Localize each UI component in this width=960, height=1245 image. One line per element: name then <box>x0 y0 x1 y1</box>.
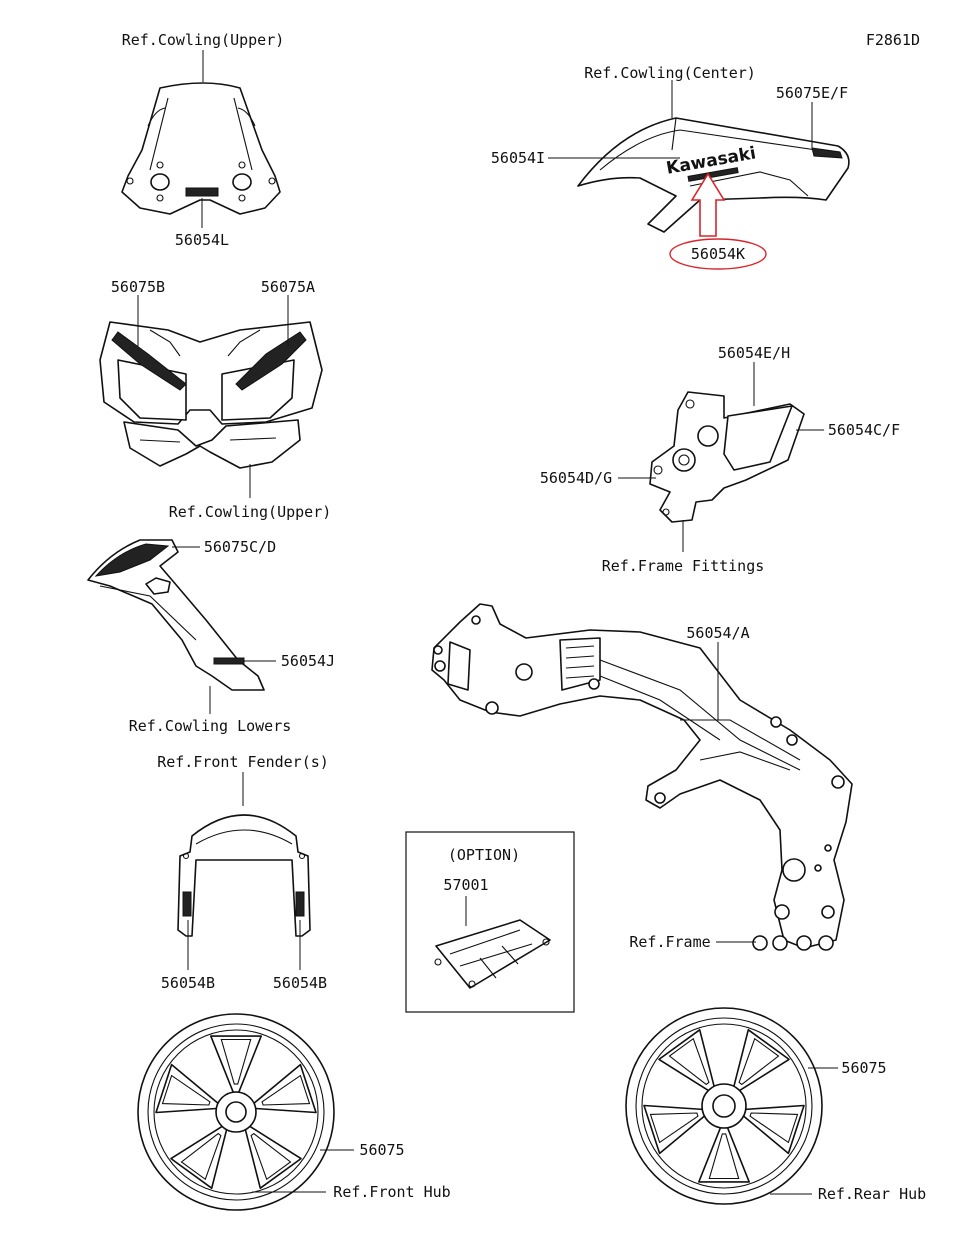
label-57001[interactable]: 57001 <box>443 876 488 894</box>
label-ref-cowling-upper-mid[interactable]: Ref.Cowling(Upper) <box>169 503 332 521</box>
label-56054L[interactable]: 56054L <box>175 231 229 249</box>
label-ref-cowling-center[interactable]: Ref.Cowling(Center) <box>584 64 756 82</box>
front-wheel-spoke-inner <box>250 1132 292 1181</box>
label-56054B-right[interactable]: 56054B <box>273 974 327 992</box>
lower-cowling-part[interactable] <box>87 539 265 691</box>
center-cowling-part[interactable]: Kawasaki <box>577 117 850 233</box>
label-ref-frame-fittings[interactable]: Ref.Frame Fittings <box>602 557 765 575</box>
label-ref-front-fenders[interactable]: Ref.Front Fender(s) <box>157 753 329 771</box>
front-wheel-spoke-inner <box>220 1038 252 1085</box>
option-box <box>405 831 575 1013</box>
stand-plate-part[interactable] <box>434 919 551 989</box>
highlight-arrow-icon <box>690 172 726 237</box>
rear-wheel-spoke-inner <box>749 1112 799 1144</box>
front-wheel-spoke-inner <box>261 1074 311 1106</box>
rear-wheel-spoke-inner <box>738 1037 780 1086</box>
windscreen-part[interactable] <box>121 82 281 215</box>
label-56075-front[interactable]: 56075 <box>359 1141 404 1159</box>
label-56075A[interactable]: 56075A <box>261 278 315 296</box>
front-wheel-spoke-inner <box>180 1132 222 1181</box>
rear-wheel-spoke-inner <box>668 1037 710 1086</box>
label-56054EH[interactable]: 56054E/H <box>718 344 790 362</box>
label-56054K[interactable]: 56054K <box>691 245 745 263</box>
label-56054DG[interactable]: 56054D/G <box>540 469 612 487</box>
label-option: (OPTION) <box>448 846 520 864</box>
front-wheel-part[interactable] <box>137 1013 335 1211</box>
front-fender-part[interactable] <box>177 814 311 937</box>
label-56075-rear[interactable]: 56075 <box>841 1059 886 1077</box>
label-ref-rear-hub[interactable]: Ref.Rear Hub <box>818 1185 926 1203</box>
label-ref-cowling-lowers[interactable]: Ref.Cowling Lowers <box>129 717 292 735</box>
rear-wheel-spoke-inner <box>708 1133 740 1180</box>
frame-cover-part[interactable] <box>649 391 805 523</box>
label-ref-cowling-upper-top[interactable]: Ref.Cowling(Upper) <box>122 31 285 49</box>
label-56054CF[interactable]: 56054C/F <box>828 421 900 439</box>
label-56054B-left[interactable]: 56054B <box>161 974 215 992</box>
front-wheel-spoke-inner <box>161 1074 211 1106</box>
diagram-code: F2861D <box>866 31 920 49</box>
label-ref-frame[interactable]: Ref.Frame <box>629 933 710 951</box>
label-56075CD[interactable]: 56075C/D <box>204 538 276 556</box>
rear-wheel-spoke-inner <box>649 1112 699 1144</box>
label-56054A[interactable]: 56054/A <box>686 624 749 642</box>
label-56054J[interactable]: 56054J <box>281 652 335 670</box>
upper-cowling-part[interactable] <box>99 321 323 469</box>
label-56054I[interactable]: 56054I <box>491 149 545 167</box>
label-56075B[interactable]: 56075B <box>111 278 165 296</box>
label-ref-front-hub[interactable]: Ref.Front Hub <box>333 1183 450 1201</box>
highlight-ellipse <box>669 238 767 270</box>
main-frame-part[interactable] <box>431 603 853 951</box>
label-56075EF[interactable]: 56075E/F <box>776 84 848 102</box>
rear-wheel-part[interactable] <box>625 1007 823 1205</box>
